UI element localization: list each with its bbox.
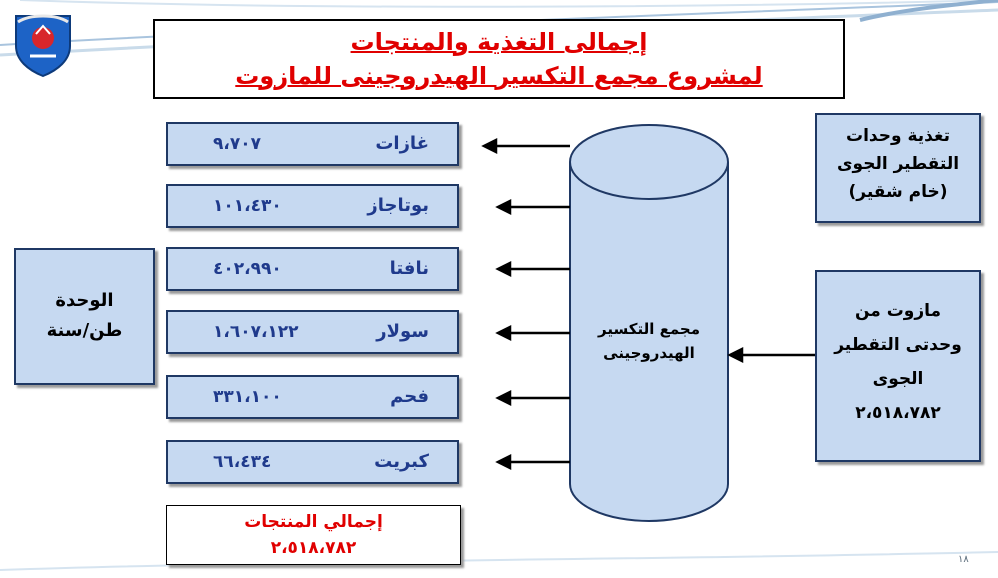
feed-mazout-box: مازوت من وحدتى التقطير الجوى ٢،٥١٨،٧٨٢ [815, 270, 981, 462]
product-name: سولار [376, 321, 429, 342]
complex-label: مجمع التكسير الهيدروجينى [598, 320, 700, 362]
product-name: بوتاجاز [367, 195, 429, 216]
product-arrows [481, 137, 570, 471]
unit-value: طن/سنة [46, 320, 123, 341]
total-label: إجمالي المنتجات [244, 512, 383, 532]
total-products-box: إجمالي المنتجات ٢،٥١٨،٧٨٢ [166, 505, 461, 565]
product-name: كبريت [374, 451, 429, 472]
feed-value: ٢،٥١٨،٧٨٢ [855, 403, 941, 423]
product-box-gases: غازات ٩،٧٠٧ [166, 122, 459, 166]
title-line-1: إجمالى التغذية والمنتجات [350, 28, 648, 56]
slide-title: إجمالى التغذية والمنتجات لمشروع مجمع الت… [153, 19, 845, 99]
logo-icon [15, 14, 71, 78]
product-name: نافتا [389, 258, 429, 279]
title-line-2: لمشروع مجمع التكسير الهيدروجينى للمازوت [235, 62, 763, 90]
product-value: ٦٦،٤٣٤ [213, 452, 272, 472]
product-value: ١،٦٠٧،١٢٢ [213, 322, 299, 342]
unit-box: الوحدة طن/سنة [14, 248, 155, 385]
product-box-coke: فحم ٣٣١،١٠٠ [166, 375, 459, 419]
total-value: ٢،٥١٨،٧٨٢ [270, 538, 357, 558]
product-value: ٩،٧٠٧ [213, 134, 261, 154]
feed-arrow [727, 346, 816, 364]
product-box-naphtha: نافتا ٤٠٢،٩٩٠ [166, 247, 459, 291]
product-name: غازات [375, 133, 429, 154]
product-value: ٤٠٢،٩٩٠ [213, 259, 282, 279]
hydrocracking-complex-cylinder [569, 124, 729, 522]
product-value: ١٠١،٤٣٠ [213, 196, 282, 216]
product-box-sulfur: كبريت ٦٦،٤٣٤ [166, 440, 459, 484]
feed-crude-box: تغذية وحدات التقطير الجوى (خام شقير) [815, 113, 981, 223]
product-box-diesel: سولار ١،٦٠٧،١٢٢ [166, 310, 459, 354]
product-name: فحم [390, 386, 429, 407]
product-box-lpg: بوتاجاز ١٠١،٤٣٠ [166, 184, 459, 228]
product-value: ٣٣١،١٠٠ [213, 387, 282, 407]
page-number: ١٨ [958, 554, 969, 565]
unit-label: الوحدة [55, 290, 114, 311]
